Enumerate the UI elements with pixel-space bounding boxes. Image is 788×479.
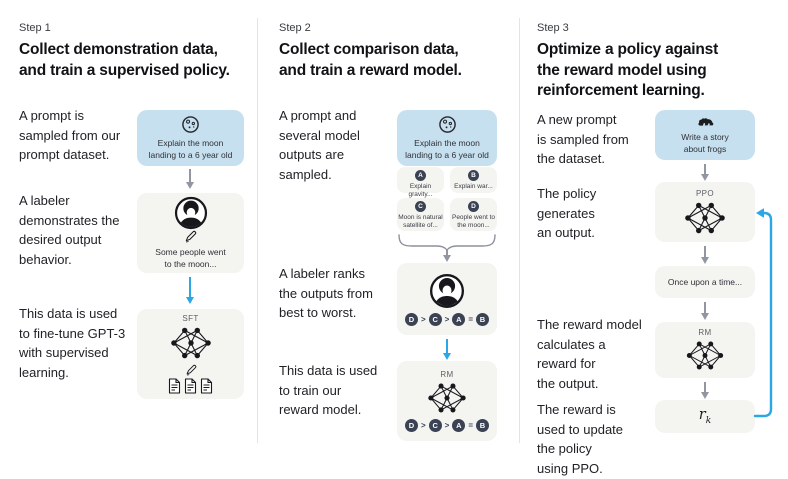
step1-prompt-text: Explain the moon landing to a 6 year old [148, 137, 233, 160]
step3-caption-reward: The reward model calculates a reward for… [537, 317, 642, 391]
arrow-down-icon [700, 246, 709, 264]
step2-prompt-text: Explain the moon landing to a 6 year old [405, 137, 489, 160]
column-divider-2 [519, 18, 520, 443]
output-card-text: People went to the moon... [451, 214, 495, 230]
step2-labeler-box: D > C > A = B [397, 263, 497, 335]
column-divider-1 [257, 18, 258, 443]
step1-label: Step 1 [19, 22, 51, 34]
ppo-label: PPO [695, 188, 715, 198]
output-letter-badge: B [468, 170, 479, 181]
frog-icon [697, 115, 714, 128]
rank-separator: = [468, 314, 473, 324]
output-card-c: C Moon is natural satellite of... [397, 198, 444, 231]
documents-icon [168, 378, 213, 394]
labeler-avatar-icon [429, 273, 465, 309]
step2-caption-prompt: A prompt and several model outputs are s… [279, 108, 360, 182]
neural-network-icon [683, 200, 727, 236]
step1-heading: Collect demonstration data, and train a … [19, 41, 230, 79]
rank-badge: D [404, 312, 418, 326]
arrow-down-icon [185, 277, 194, 304]
step2-prompt-box: Explain the moon landing to a 6 year old [397, 110, 497, 166]
neural-network-icon [684, 339, 726, 372]
rank-badge: C [428, 419, 442, 432]
step2-caption-train: This data is used to train our reward mo… [279, 363, 378, 417]
rank-badge: C [428, 312, 442, 326]
rank-separator: = [468, 421, 473, 430]
brace-connector [398, 234, 496, 251]
step1-demonstration-text: Some people went to the moon... [155, 246, 226, 269]
arrow-down-icon [442, 339, 451, 360]
step3-label: Step 3 [537, 22, 569, 34]
step3-heading: Optimize a policy against the reward mod… [537, 41, 719, 100]
arrow-down-icon [700, 382, 709, 399]
output-card-text: Explain war... [454, 183, 493, 190]
step3-caption-policy: The policy generates an output. [537, 186, 597, 240]
output-letter-badge: D [468, 201, 479, 212]
feedback-loop-arrow [753, 208, 773, 418]
output-card-a: A Explain gravity... [397, 167, 444, 198]
sft-label: SFT [182, 314, 199, 323]
step1-caption-labeler: A labeler demonstrates the desired outpu… [19, 193, 120, 267]
rm-label: RM [440, 370, 454, 379]
ranking-row: D > C > A = B [404, 419, 489, 432]
labeler-avatar-icon [174, 196, 208, 230]
moon-icon [181, 115, 200, 134]
ranking-row: D > C > A = B [404, 312, 489, 326]
rm-label: RM [698, 328, 712, 337]
rank-badge: D [404, 419, 418, 432]
output-card-text: Explain gravity... [408, 183, 433, 199]
arrow-down-icon [185, 169, 194, 189]
step3-caption-update: The reward is used to update the policy … [537, 402, 624, 476]
step1-caption-prompt: A prompt is sampled from our prompt data… [19, 108, 121, 162]
step1-labeler-box: Some people went to the moon... [137, 193, 244, 273]
rank-separator: > [420, 314, 426, 324]
step2-label: Step 2 [279, 22, 311, 34]
arrow-down-icon [700, 302, 709, 320]
step3-prompt-text: Write a story about frogs [681, 131, 729, 154]
arrow-down-icon [700, 164, 709, 181]
neural-network-icon [169, 325, 213, 361]
output-card-d: D People went to the moon... [450, 198, 497, 231]
rank-separator: > [444, 421, 450, 430]
pencil-icon [184, 230, 197, 243]
neural-network-icon [426, 381, 468, 415]
rank-separator: > [420, 421, 426, 430]
step3-rm-box: RM [655, 322, 755, 378]
step1-prompt-box: Explain the moon landing to a 6 year old [137, 110, 244, 166]
step2-rm-box: RM D > C > A = B [397, 361, 497, 441]
step3-reward-box: rk [655, 400, 755, 433]
output-letter-badge: A [415, 170, 426, 181]
step2-heading: Collect comparison data, and train a rew… [279, 41, 462, 79]
rank-separator: > [444, 314, 450, 324]
step3-caption-prompt: A new prompt is sampled from the dataset… [537, 112, 629, 166]
step3-output-text: Once upon a time... [667, 276, 743, 287]
step2-caption-rank: A labeler ranks the outputs from best to… [279, 266, 373, 320]
step3-output-box: Once upon a time... [655, 266, 755, 298]
step1-sft-box: SFT [137, 309, 244, 399]
rank-badge: B [476, 419, 489, 432]
step3-prompt-box: Write a story about frogs [655, 110, 755, 160]
rank-badge: A [452, 419, 466, 432]
output-card-b: B Explain war... [450, 167, 497, 193]
rank-badge: B [476, 312, 489, 326]
pencil-icon [185, 364, 197, 376]
arrow-down-icon [442, 250, 451, 262]
rank-badge: A [452, 312, 466, 326]
step1-caption-finetune: This data is used to fine-tune GPT-3 wit… [19, 306, 126, 380]
reward-value: rk [698, 407, 712, 426]
output-card-text: Moon is natural satellite of... [398, 214, 443, 230]
step3-ppo-box: PPO [655, 182, 755, 242]
output-letter-badge: C [415, 201, 426, 212]
moon-icon [438, 115, 457, 134]
